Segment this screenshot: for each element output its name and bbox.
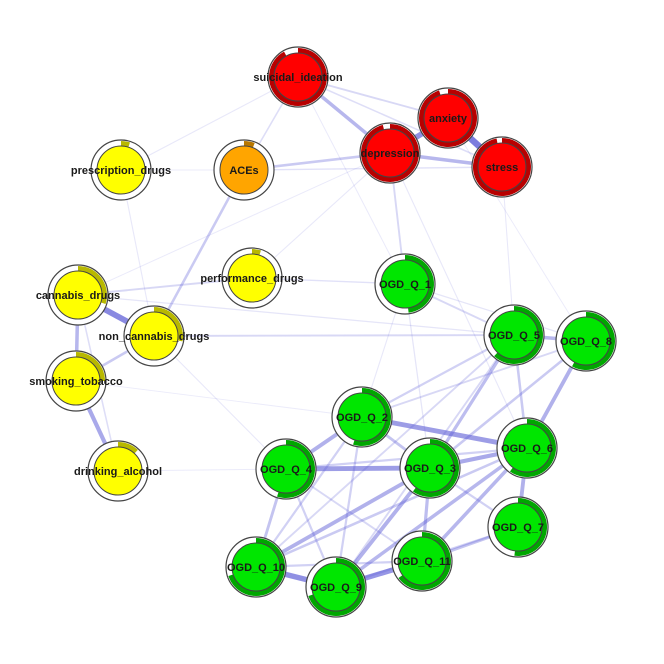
node-label: stress <box>486 162 518 174</box>
edge-OGD_Q_8-OGD_Q_3 <box>428 339 588 470</box>
node-label: OGD_Q_11 <box>393 556 450 568</box>
edge-OGD_Q_8-OGD_Q_2 <box>361 340 587 418</box>
node-disc <box>477 142 527 192</box>
edge-anxiety-OGD_Q_8 <box>447 117 587 342</box>
node-disc <box>489 310 539 360</box>
edge-depression-OGD_Q_6 <box>389 152 528 449</box>
node-disc <box>337 392 387 442</box>
node-disc <box>405 443 455 493</box>
edge-OGD_Q_5-OGD_Q_10 <box>255 334 515 568</box>
node-stress: stress <box>471 136 533 198</box>
node-disc <box>380 259 430 309</box>
node-disc <box>129 311 179 361</box>
edge-OGD_Q_6-OGD_Q_9 <box>334 446 529 589</box>
node-OGD_Q_5: OGD_Q_5 <box>483 304 545 366</box>
node-disc <box>261 444 311 494</box>
node-disc <box>397 536 447 586</box>
node-label: OGD_Q_2 <box>336 412 388 424</box>
node-cannabis_drugs: cannabis_drugs <box>36 264 120 326</box>
node-OGD_Q_7: OGD_Q_7 <box>487 496 549 558</box>
edge-OGD_Q_3-OGD_Q_10 <box>254 466 432 569</box>
node-label: smoking_tobacco <box>29 376 123 388</box>
node-label: OGD_Q_6 <box>501 443 553 455</box>
edge-suicidal_ideation-OGD_Q_1 <box>297 76 406 285</box>
node-disc <box>502 423 552 473</box>
node-disc <box>311 562 361 612</box>
node-disc <box>423 93 473 143</box>
node-label: OGD_Q_4 <box>260 464 313 476</box>
node-ACEs: ACEs <box>213 139 275 201</box>
node-disc <box>219 145 269 195</box>
node-label: OGD_Q_1 <box>379 279 431 291</box>
edge-OGD_Q_2-OGD_Q_10 <box>254 415 364 569</box>
node-label: ACEs <box>229 165 258 177</box>
node-disc <box>53 270 103 320</box>
node-prescription_drugs: prescription_drugs <box>71 139 171 201</box>
node-OGD_Q_6: OGD_Q_6 <box>496 417 558 479</box>
node-label: OGD_Q_3 <box>404 463 456 475</box>
node-label: OGD_Q_8 <box>560 336 612 348</box>
node-anxiety: anxiety <box>417 87 479 149</box>
node-label: OGD_Q_5 <box>488 330 540 342</box>
node-disc <box>365 128 415 178</box>
edge-cannabis_drugs-depression <box>77 152 391 296</box>
node-label: prescription_drugs <box>71 165 171 177</box>
node-label: OGD_Q_10 <box>227 562 285 574</box>
node-OGD_Q_10: OGD_Q_10 <box>225 536 287 598</box>
node-OGD_Q_1: OGD_Q_1 <box>374 253 436 315</box>
edge-non_cannabis_drugs-OGD_Q_5 <box>153 334 515 337</box>
node-disc <box>96 145 146 195</box>
edge-performance_drugs-depression <box>251 152 391 279</box>
node-label: OGD_Q_7 <box>492 522 544 534</box>
edge-non_cannabis_drugs-OGD_Q_4 <box>153 335 287 470</box>
node-label: OGD_Q_9 <box>310 582 362 594</box>
node-OGD_Q_9: OGD_Q_9 <box>305 556 367 618</box>
node-OGD_Q_3: OGD_Q_3 <box>399 437 461 499</box>
node-disc <box>51 356 101 406</box>
edge-OGD_Q_1-OGD_Q_3 <box>404 283 431 469</box>
node-suicidal_ideation: suicidal_ideation <box>253 46 343 108</box>
edge-suicidal_ideation-stress <box>297 76 503 168</box>
node-depression: depression <box>359 122 421 184</box>
node-label: non_cannabis_drugs <box>99 331 210 343</box>
node-OGD_Q_4: OGD_Q_4 <box>255 438 317 500</box>
node-disc <box>93 446 143 496</box>
node-OGD_Q_2: OGD_Q_2 <box>331 386 393 448</box>
node-label: suicidal_ideation <box>253 72 343 84</box>
node-disc <box>231 542 281 592</box>
node-disc <box>561 316 611 366</box>
node-OGD_Q_11: OGD_Q_11 <box>391 530 453 592</box>
node-disc <box>493 502 543 552</box>
node-disc <box>273 52 323 102</box>
edge-prescription_drugs-suicidal_ideation <box>120 76 299 171</box>
node-label: performance_drugs <box>200 273 303 285</box>
node-smoking_tobacco: smoking_tobacco <box>29 350 123 412</box>
node-label: cannabis_drugs <box>36 290 120 302</box>
node-non_cannabis_drugs: non_cannabis_drugs <box>99 305 210 367</box>
node-OGD_Q_8: OGD_Q_8 <box>555 310 617 372</box>
edge-OGD_Q_6-OGD_Q_10 <box>254 446 529 569</box>
edge-smoking_tobacco-OGD_Q_2 <box>75 380 363 418</box>
edge-cannabis_drugs-OGD_Q_5 <box>77 294 515 336</box>
node-label: depression <box>361 148 420 160</box>
edge-ACEs-non_cannabis_drugs <box>152 168 246 338</box>
node-performance_drugs: performance_drugs <box>200 247 304 309</box>
node-label: drinking_alcohol <box>74 466 162 478</box>
node-label: anxiety <box>429 113 468 125</box>
node-disc <box>227 253 277 303</box>
node-drinking_alcohol: drinking_alcohol <box>74 440 162 502</box>
